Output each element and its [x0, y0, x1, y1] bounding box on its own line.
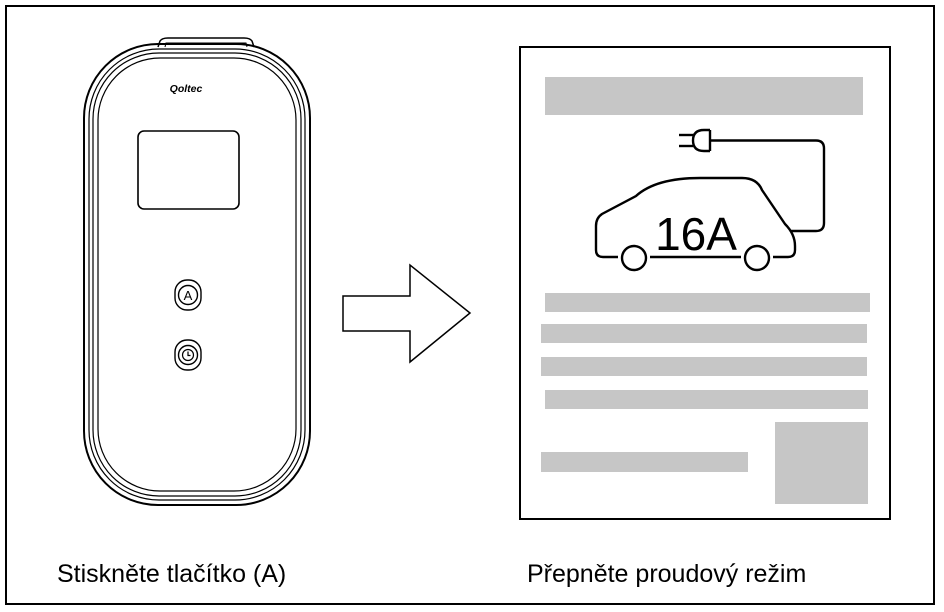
placeholder-bar: [541, 452, 748, 472]
current-value: 16A: [655, 208, 737, 260]
button-a-label: A: [184, 288, 193, 303]
caption-press-button: Stiskněte tlačítko (A): [57, 560, 287, 588]
placeholder-bar: [541, 324, 867, 343]
button-a: [174, 279, 202, 311]
placeholder-bars: [541, 77, 870, 504]
placeholder-bar: [545, 390, 868, 409]
timer-button: [174, 339, 202, 371]
clock-icon: [181, 348, 195, 362]
charger-device: [83, 37, 311, 506]
placeholder-block: [775, 422, 868, 504]
plug-icon: [679, 128, 826, 233]
device-display: [137, 130, 240, 210]
placeholder-bar: [545, 293, 870, 312]
diagram-frame: [5, 5, 935, 605]
arrow-right-icon: [342, 263, 472, 364]
placeholder-bar-top: [545, 77, 863, 115]
car-icon: [594, 176, 797, 272]
placeholder-bar: [541, 357, 867, 376]
caption-switch-mode: Přepněte proudový režim: [527, 560, 807, 588]
brand-logo: Qoltec: [170, 83, 203, 95]
